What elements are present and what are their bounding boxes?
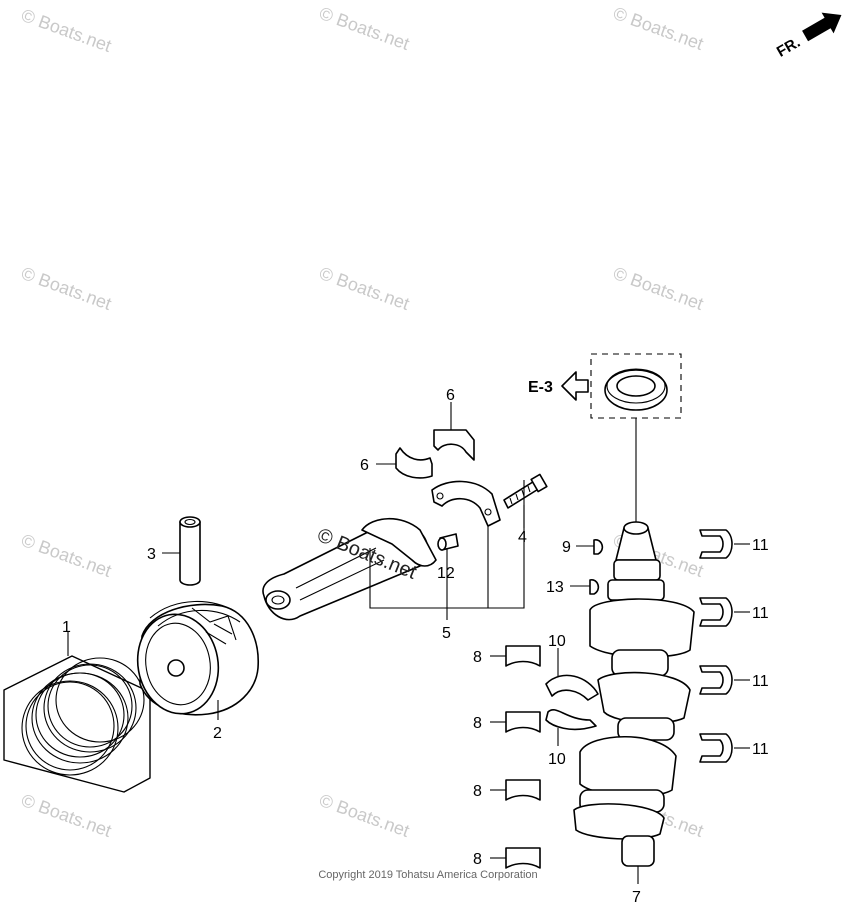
reference-e3: E-3: [528, 353, 682, 525]
watermark-layer: © Boats.net © Boats.net © Boats.net © Bo…: [19, 3, 706, 841]
watermark: © Boats.net: [611, 263, 706, 314]
main-bearings: [505, 645, 541, 869]
rod-bearing-upper: [433, 429, 475, 461]
callout-6b: 6: [360, 457, 369, 474]
front-arrow-icon: [802, 12, 842, 42]
callout-11b: 11: [752, 605, 769, 622]
watermark: © Boats.net: [19, 5, 114, 56]
piston: [136, 600, 259, 716]
callout-13: 13: [546, 579, 564, 596]
watermark: © Boats.net: [317, 263, 412, 314]
connecting-rod-cap: [431, 480, 501, 527]
callout-8d: 8: [473, 851, 482, 868]
front-label: FR.: [774, 34, 803, 61]
dowel-pin: [437, 533, 459, 551]
crank-bearings-right: [699, 529, 733, 763]
callout-7: 7: [632, 889, 641, 906]
piston-ring-set: [3, 655, 151, 793]
callout-11c: 11: [752, 673, 769, 690]
watermark: © Boats.net: [19, 790, 114, 841]
callout-9: 9: [562, 539, 571, 556]
callout-12: 12: [437, 565, 455, 582]
watermark: © Boats.net: [19, 263, 114, 314]
watermark: © Boats.net: [317, 790, 412, 841]
callout-8b: 8: [473, 715, 482, 732]
callout-8a: 8: [473, 649, 482, 666]
woodruff-key: [593, 539, 604, 555]
watermark: © Boats.net: [19, 530, 114, 581]
oil-seal: [604, 368, 668, 411]
callout-leaders: [67, 402, 750, 859]
callout-10b: 10: [548, 751, 566, 768]
ring-set-frame: [3, 655, 151, 793]
watermark: © Boats.net: [317, 3, 412, 54]
rod-assembly-leaders: [369, 505, 525, 620]
copyright-notice: Copyright 2019 Tohatsu America Corporati…: [318, 869, 538, 881]
callout-3: 3: [147, 546, 156, 563]
callout-8c: 8: [473, 783, 482, 800]
callout-1: 1: [62, 619, 71, 636]
watermark: © Boats.net: [611, 3, 706, 54]
thrust-washers: [545, 674, 599, 731]
callout-10a: 10: [548, 633, 566, 650]
rod-bearing-lower: [395, 447, 433, 479]
callout-4: 4: [518, 529, 527, 546]
reference-label: E-3: [528, 379, 553, 396]
callout-11a: 11: [752, 537, 769, 554]
crankshaft: [573, 521, 695, 884]
callout-numbers: 1 2 3 4 5 6 6 7 8 8 8 8 9 10 10 11 11 11…: [62, 387, 769, 906]
connecting-rod: [262, 518, 437, 621]
callout-11d: 11: [752, 741, 769, 758]
front-direction-indicator: FR.: [774, 12, 842, 61]
woodruff-key-lower: [589, 579, 600, 595]
callout-5: 5: [442, 625, 451, 642]
connecting-rod-bolt: [503, 473, 548, 509]
callout-6a: 6: [446, 387, 455, 404]
piston-pin: [179, 516, 201, 586]
reference-arrow-icon: [561, 371, 589, 401]
callout-2: 2: [213, 725, 222, 742]
